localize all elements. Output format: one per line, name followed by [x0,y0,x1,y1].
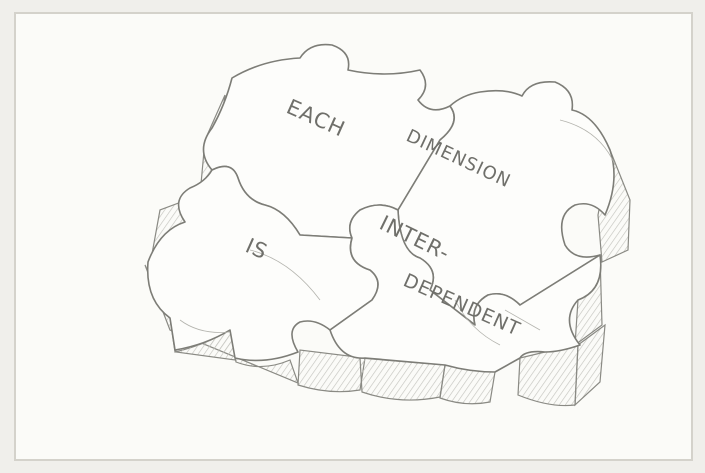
piece-top-faces [148,45,614,372]
